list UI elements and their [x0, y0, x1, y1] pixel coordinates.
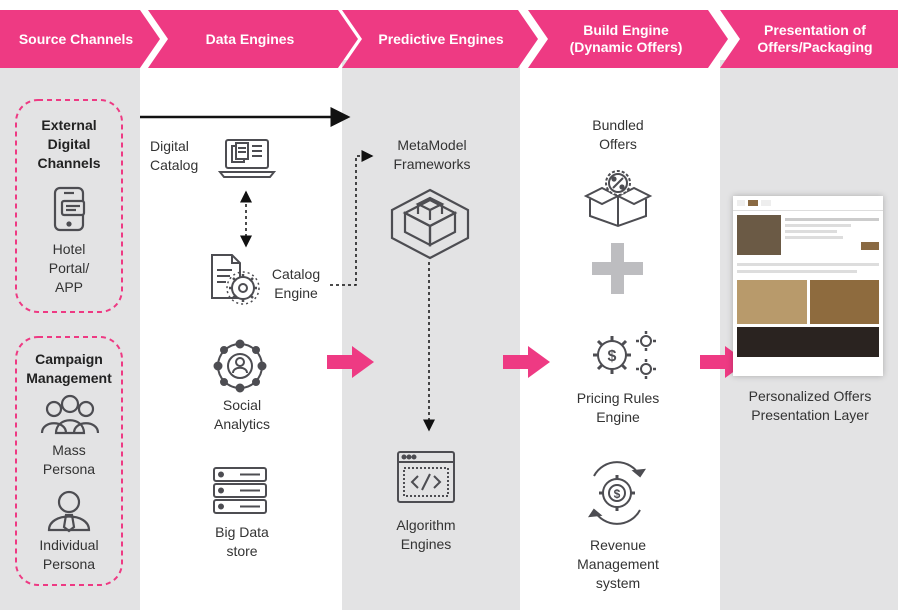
thumbnail-hotel-photo	[737, 215, 781, 255]
column-bg-source-channels	[0, 60, 140, 610]
thumbnail-promo-banner	[737, 327, 879, 357]
campaign-management-group	[15, 336, 123, 586]
person-tie-icon	[47, 490, 91, 533]
header-presentation: Presentation of Offers/Packaging	[757, 22, 873, 55]
header-predictive-engines: Predictive Engines	[378, 30, 504, 47]
header-chevron-build	[528, 10, 728, 68]
header-chevron-predictive	[342, 10, 538, 68]
header-chevron-data	[148, 10, 358, 68]
revenue-cycle-icon	[587, 461, 647, 525]
bundled-offers-label: Bundled Offers	[592, 117, 644, 152]
individual-persona-label: Individual Persona	[39, 537, 99, 572]
catalog-to-metamodel-arrow	[330, 150, 374, 286]
thumbnail-promo-tile-1	[737, 280, 807, 324]
mobile-app-icon	[53, 186, 86, 232]
thumbnail-offer-text	[785, 215, 879, 255]
header-chevron-source	[0, 10, 160, 68]
social-analytics-label: Social Analytics	[213, 397, 271, 432]
header-build-engine: Build Engine (Dynamic Offers)	[569, 22, 683, 55]
offer-page-thumbnail	[733, 196, 883, 376]
revenue-dollar-symbol: $	[614, 487, 621, 501]
mass-persona-label: Mass Persona	[42, 442, 96, 477]
campaign-management-label: Campaign Management	[26, 351, 112, 386]
algorithm-engines-label: Algorithm Engines	[396, 517, 456, 552]
digital-catalog-label: Digital Catalog	[150, 138, 199, 173]
header-source-channels: Source Channels	[18, 30, 134, 47]
thumbnail-nav-bar	[733, 196, 883, 211]
external-channels-group	[15, 99, 123, 313]
laptop-catalog-icon	[217, 139, 277, 178]
pricing-rules-engine-label: Pricing Rules Engine	[576, 390, 660, 425]
dollar-symbol: $	[608, 348, 617, 365]
thumbnail-promo-tile-2	[809, 280, 879, 324]
dollar-gears-icon	[593, 331, 656, 379]
pink-arrow-data-to-predictive	[327, 346, 374, 378]
external-digital-channels-label: External Digital Channels	[37, 117, 101, 171]
metamodel-frameworks-label: MetaModel Frameworks	[393, 137, 471, 172]
big-data-store-label: Big Data store	[215, 524, 269, 559]
thumbnail-offer-row	[733, 211, 883, 259]
social-network-icon	[213, 339, 267, 393]
offer-box-icon	[583, 170, 653, 228]
group-people-icon	[40, 394, 100, 435]
isometric-cube-icon	[390, 188, 470, 260]
document-gear-icon	[211, 254, 260, 305]
plus-icon	[592, 243, 643, 294]
header-chevron-presentation	[720, 10, 898, 68]
catalog-engine-label: Catalog Engine	[271, 266, 321, 301]
revenue-management-label: Revenue Management system	[577, 537, 659, 591]
hotel-portal-label: Hotel Portal/ APP	[48, 241, 90, 295]
pink-arrow-predictive-to-build	[503, 346, 550, 378]
personalized-offers-label: Personalized Offers Presentation Layer	[748, 388, 872, 423]
code-window-icon	[397, 451, 455, 503]
server-database-icon	[213, 467, 267, 514]
header-data-engines: Data Engines	[205, 30, 295, 47]
thumbnail-promo-tiles	[733, 277, 883, 327]
